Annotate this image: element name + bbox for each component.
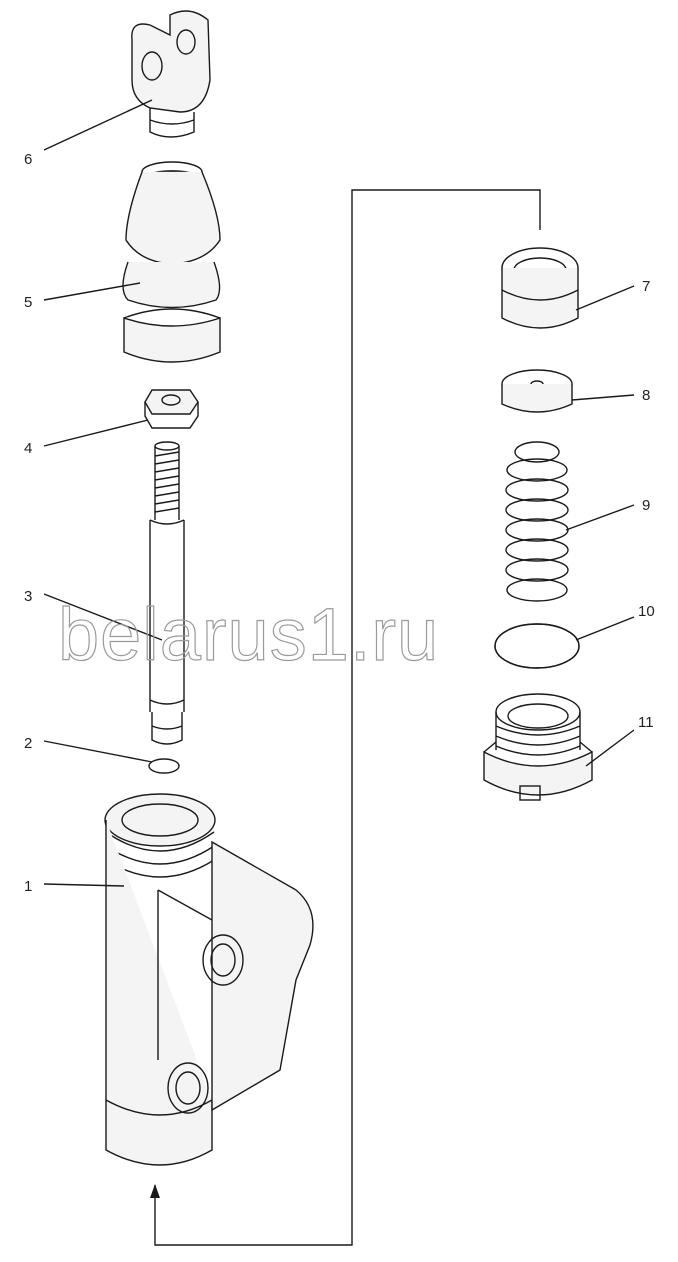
watermark-text: belarus1.ru <box>58 593 439 676</box>
part-3-stem <box>149 441 185 745</box>
connector-arrow-icon <box>150 1184 160 1198</box>
callout-6: 6 <box>24 151 32 168</box>
part-6-clevis <box>131 10 211 138</box>
callout-4: 4 <box>24 440 32 457</box>
part-10-seal-ring <box>494 623 580 669</box>
part-4-hex-nut <box>144 389 199 429</box>
part-1-cylinder-body <box>104 793 314 1166</box>
part-9-spring <box>505 441 569 602</box>
callout-1: 1 <box>24 878 32 895</box>
part-11-threaded-plug <box>483 693 593 801</box>
part-2-o-ring <box>148 758 180 774</box>
callout-2: 2 <box>24 735 32 752</box>
callout-8: 8 <box>642 387 650 404</box>
callout-5: 5 <box>24 294 32 311</box>
part-7-cup <box>501 247 579 329</box>
callout-7: 7 <box>642 278 650 295</box>
callout-9: 9 <box>642 497 650 514</box>
part-8-disc <box>501 369 573 413</box>
callout-10: 10 <box>638 603 655 620</box>
callout-3: 3 <box>24 588 32 605</box>
callout-11: 11 <box>638 714 654 731</box>
leader-lines <box>43 99 635 887</box>
part-5-boot <box>122 161 221 363</box>
assembly-connector-line <box>154 189 541 1246</box>
